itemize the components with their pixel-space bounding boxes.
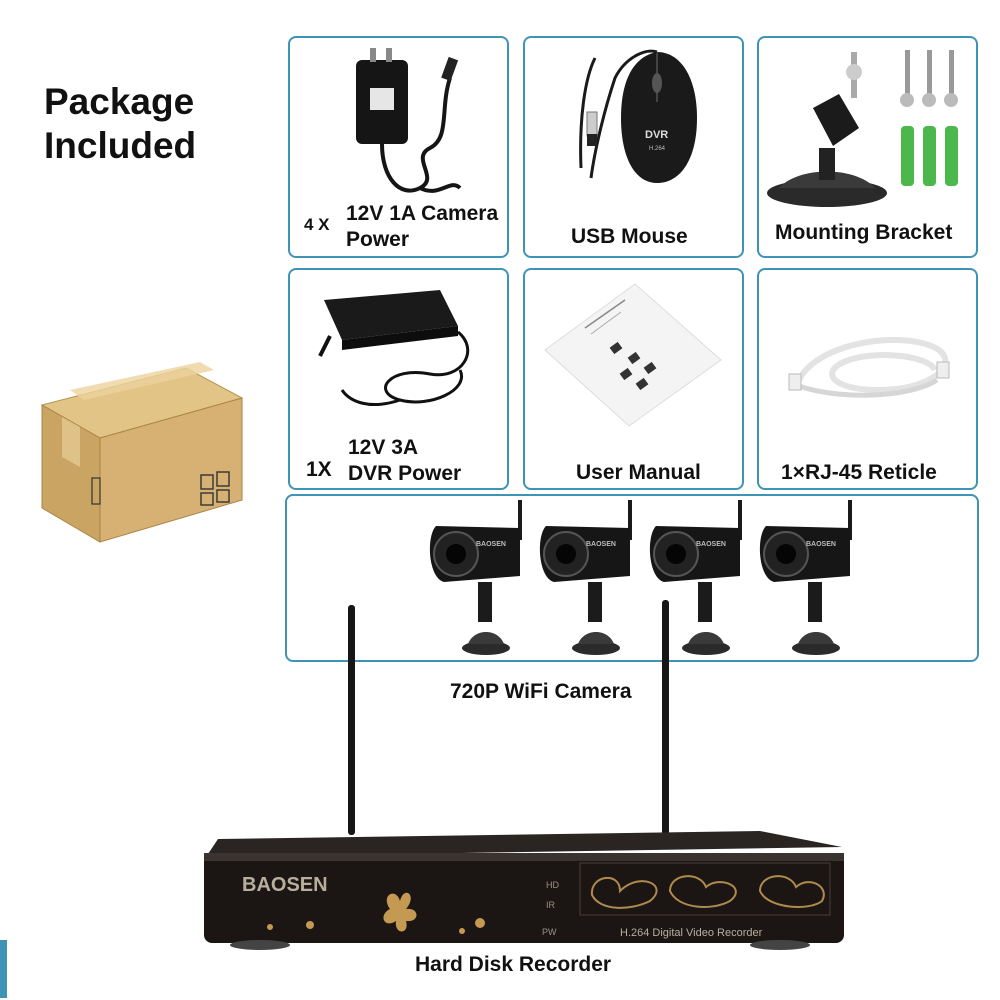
item-card-mounting-bracket: Mounting Bracket [757,36,978,258]
bracket-icon [759,38,976,207]
power-adapter-icon [290,38,507,206]
item-caption-line-1: 12V 3A [348,436,419,459]
led-label-ir: IR [546,900,556,910]
camera-mount-arm [478,582,492,622]
antenna-left [348,605,355,835]
recorder-icon: BAOSEN HD IR PW H.264 Digital Video Reco… [200,595,850,975]
heading-line-1: Package [44,81,195,122]
camera-caption: 720P WiFi Camera [450,680,632,703]
camera-mount-arm [698,582,712,622]
camera-card: BAOSEN BAOSEN BAOSEN BAOSEN [285,494,979,662]
cable-icon [759,270,976,438]
camera-antenna [738,500,742,540]
camera-mount-base [462,641,510,655]
camera-mount-base [682,641,730,655]
camera-mount-base [572,641,620,655]
page-heading: Package Included [44,80,196,168]
camera-mount-dome [798,632,834,644]
recorder-model: H.264 Digital Video Recorder [620,927,763,939]
item-caption: User Manual [576,461,701,484]
heading-line-2: Included [44,125,197,166]
item-card-user-manual: User Manual [523,268,744,490]
left-edge-accent [0,940,7,998]
camera-mount-arm [808,582,822,622]
item-qty: 4 X [304,215,330,234]
camera-lens [666,544,686,564]
item-card-rj45-cable: 1×RJ-45 Reticle [757,268,978,490]
wifi-camera-icon: BAOSEN [429,500,522,655]
camera-brand: BAOSEN [476,541,506,548]
item-caption-line-2: Power [346,228,410,251]
item-qty: 1X [306,458,332,481]
recorder-caption: Hard Disk Recorder [415,953,612,976]
mouse-brand-text: DVR [645,129,668,141]
camera-antenna [848,500,852,540]
item-caption: 12V 1A Camera Power [346,201,498,253]
camera-antenna [518,500,522,540]
camera-mount-dome [578,632,614,644]
recorder-brand: BAOSEN [242,874,328,896]
led-label-hd: HD [546,880,559,890]
camera-brand: BAOSEN [806,541,836,548]
dvr-power-icon [290,270,507,438]
item-caption-line-2: DVR Power [348,462,462,485]
wifi-camera-icon: BAOSEN [759,500,852,655]
camera-mount-dome [688,632,724,644]
wifi-camera-icon: BAOSEN [649,500,742,655]
mouse-model-text: H.264 [649,146,666,152]
camera-mount-dome [468,632,504,644]
camera-mount-base [792,641,840,655]
wifi-camera-icon: BAOSEN [539,500,632,655]
item-card-camera-power: 4 X 12V 1A Camera Power [288,36,509,258]
led-label-pw: PW [542,927,557,937]
camera-mount-arm [588,582,602,622]
mouse-icon: DVR H.264 [525,38,742,206]
item-card-dvr-power: 1X 12V 3A DVR Power [288,268,509,490]
manual-icon [525,270,742,438]
item-card-usb-mouse: DVR H.264 USB Mouse [523,36,744,258]
item-caption-line-1: 12V 1A Camera [346,202,499,225]
camera-brand: BAOSEN [586,541,616,548]
item-caption: USB Mouse [571,225,688,248]
camera-brand: BAOSEN [696,541,726,548]
camera-group: BAOSEN BAOSEN BAOSEN BAOSEN [429,500,852,655]
item-caption: 12V 3A DVR Power [348,435,461,487]
camera-antenna [628,500,632,540]
antenna-right [662,600,669,835]
camera-lens [556,544,576,564]
camera-lens [776,544,796,564]
item-caption: Mounting Bracket [775,221,953,244]
item-caption: 1×RJ-45 Reticle [781,461,937,484]
camera-lens [446,544,466,564]
package-box-icon [36,360,248,545]
